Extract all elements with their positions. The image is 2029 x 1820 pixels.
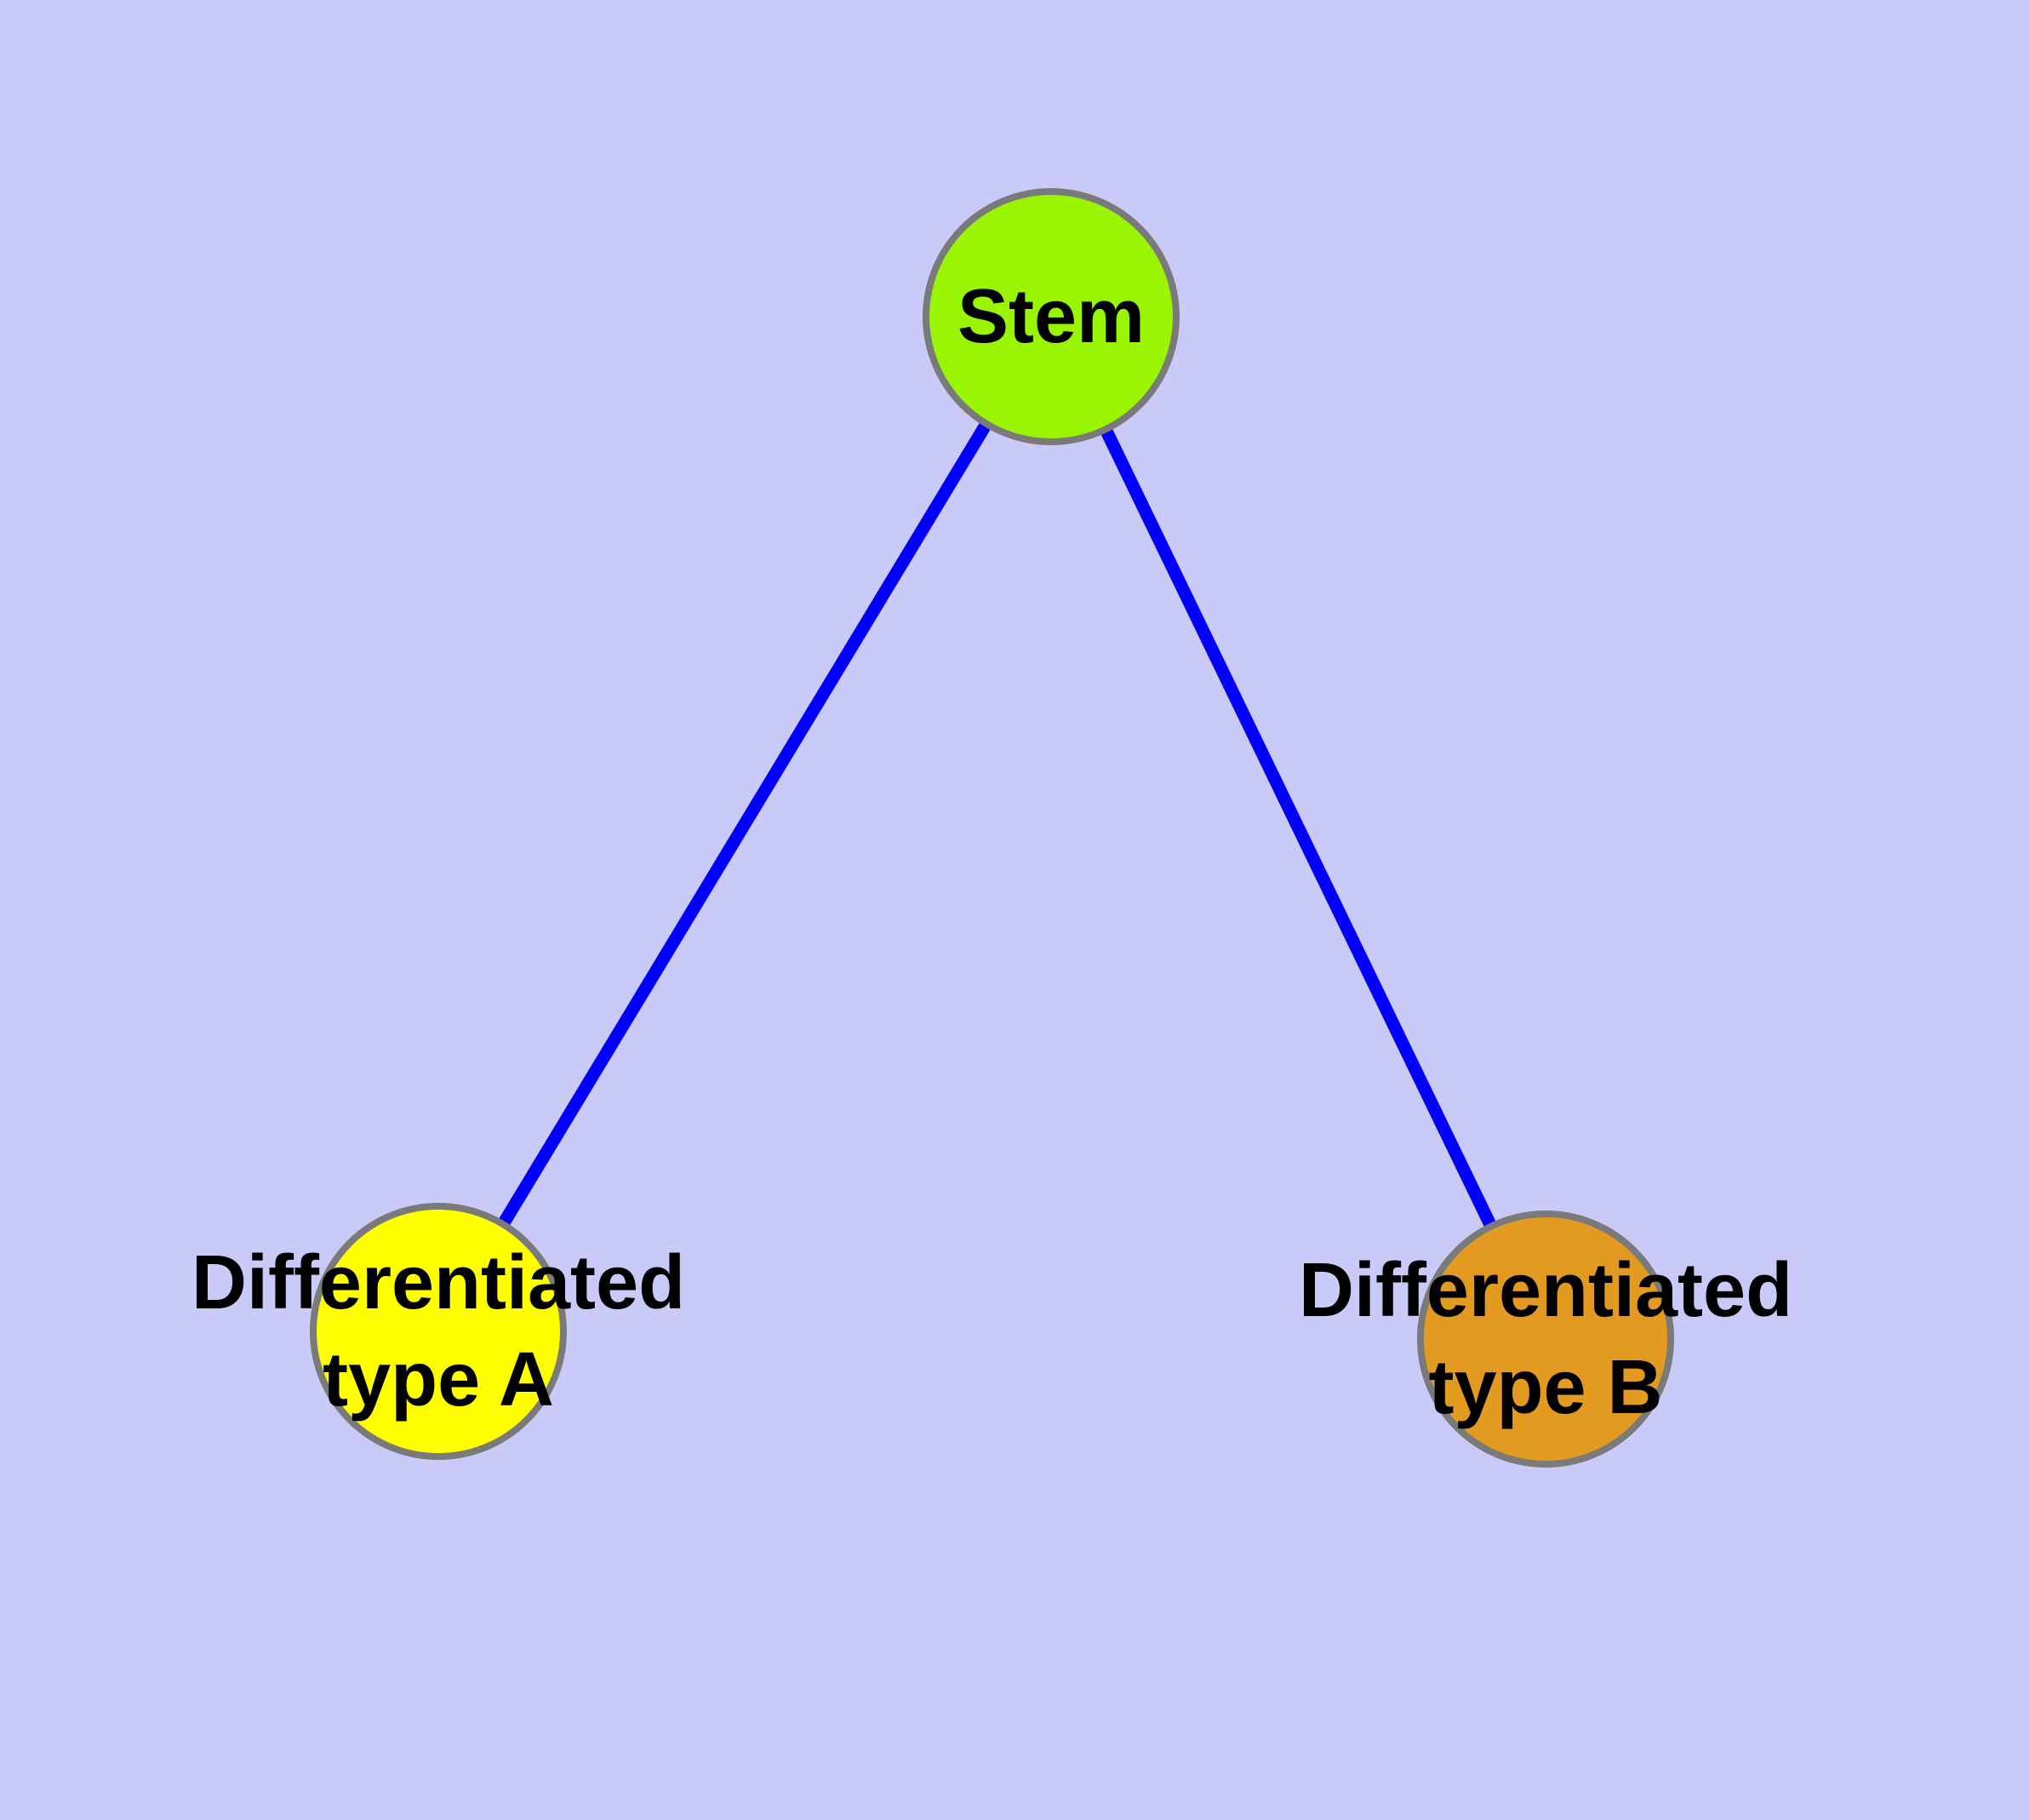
edge-stem-to-type-a [432,313,1057,1335]
node-differentiated-type-a: Differentiated type A [191,1203,685,1460]
node-differentiated-type-b-label: Differentiated type B [1298,1248,1793,1430]
node-differentiated-type-a-label: Differentiated type A [191,1240,686,1422]
edge-stem-to-type-b [1045,313,1552,1342]
node-stem-label: Stem [957,274,1146,359]
node-stem: Stem [923,188,1180,445]
node-differentiated-type-b: Differentiated type B [1299,1210,1792,1468]
